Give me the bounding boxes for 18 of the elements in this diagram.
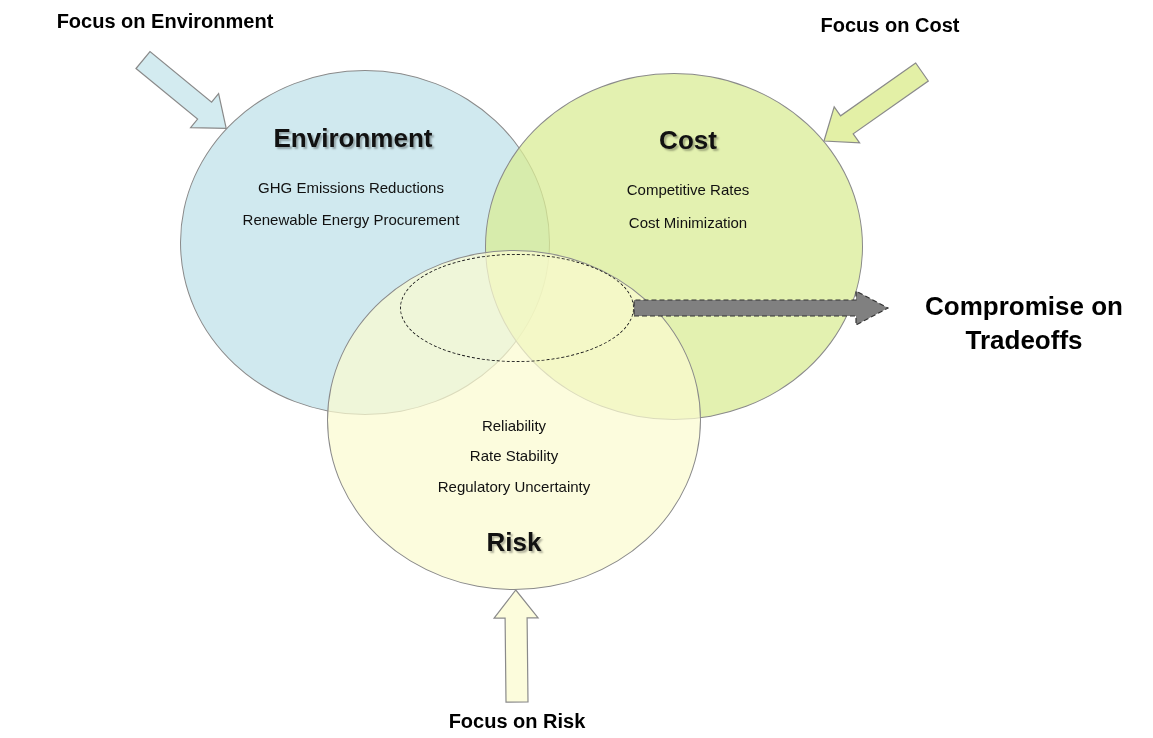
circle-item: GHG Emissions Reductions: [257, 179, 445, 196]
block-arrow: [823, 62, 930, 144]
circle-item: Reliability: [480, 417, 548, 434]
circle-item: Regulatory Uncertainty: [436, 478, 592, 495]
circle-item: Cost Minimization: [627, 214, 749, 231]
circle-item: Rate Stability: [468, 447, 560, 464]
circle-heading: Cost: [658, 125, 718, 156]
circle-heading: Environment: [272, 123, 434, 154]
focus-label: Focus on Environment: [5, 8, 325, 34]
circle-item: Renewable Energy Procurement: [241, 211, 461, 228]
block-arrow: [492, 589, 540, 703]
circle-item: Competitive Rates: [625, 181, 751, 198]
focus-label: Compromise on Tradeoffs: [895, 290, 1153, 358]
block-arrow: [135, 50, 227, 129]
focus-label: Focus on Cost: [760, 12, 1020, 38]
focus-label: Focus on Risk: [387, 708, 647, 734]
block-arrow: [633, 290, 890, 326]
circle-heading: Risk: [485, 527, 543, 558]
